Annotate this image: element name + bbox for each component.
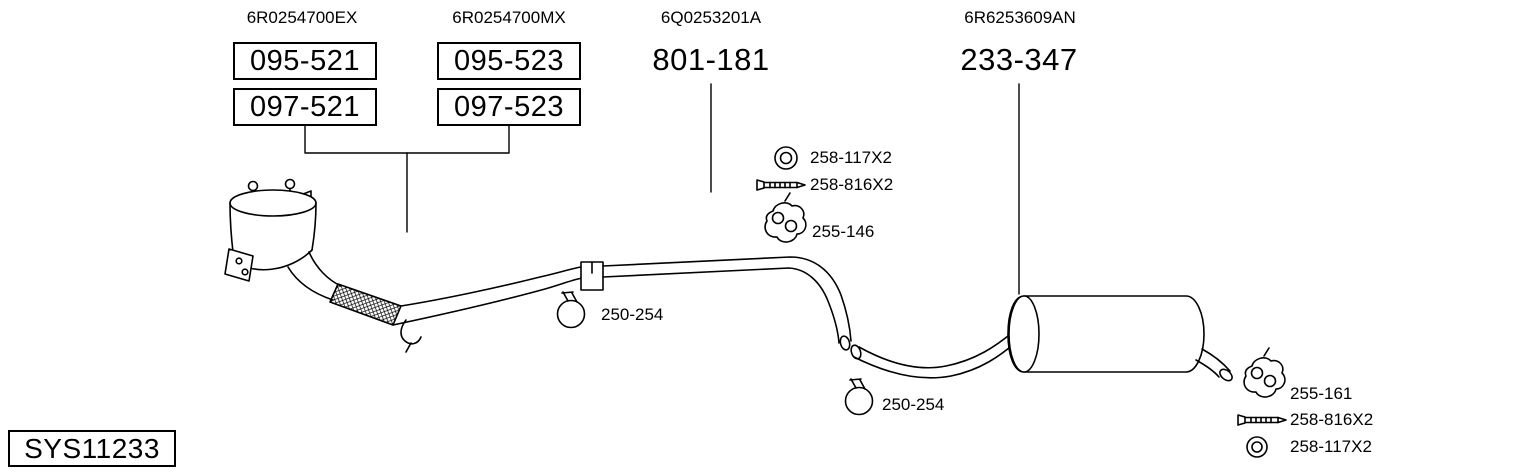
- pipe-coupler: [580, 261, 604, 291]
- rubber-hanger-icon: [1243, 347, 1286, 398]
- system-code: SYS11233: [24, 432, 160, 464]
- part-number: 097-523: [454, 90, 564, 123]
- clamp-icon: [556, 291, 586, 329]
- pipe-hook: [400, 319, 422, 353]
- part-number-box: 097-523: [437, 88, 581, 126]
- system-code-box: SYS11233: [8, 430, 176, 467]
- callout-label-clamp: 250-254: [882, 395, 945, 414]
- gasket-ring-icon: [1246, 436, 1268, 458]
- boxes-connector-line: [304, 125, 510, 154]
- clamp-icon: [844, 378, 874, 416]
- center-pipe: [602, 256, 852, 351]
- muffler-body: [1007, 295, 1205, 373]
- rear-muffler-assembly: [850, 295, 1233, 382]
- callout-label-gasket: 258-117X2: [810, 148, 892, 167]
- part-number-box: 095-523: [437, 42, 581, 80]
- part-number: 097-521: [250, 90, 360, 123]
- callout-label-hanger: 255-146: [812, 222, 875, 241]
- gasket-ring-icon: [774, 146, 798, 170]
- assembly-part-number: 233-347: [960, 42, 1078, 77]
- rubber-hanger-icon: [764, 192, 807, 243]
- callout-label-bolt: 258-816X2: [1290, 410, 1374, 429]
- flex-pipe-braid: [329, 283, 402, 326]
- part-number-box: 095-521: [233, 42, 377, 80]
- callout-label-bolt: 258-816X2: [810, 175, 894, 194]
- front-catalyst-assembly: [224, 178, 604, 353]
- leader-lines: [304, 83, 1020, 295]
- callout-label-clamp: 250-254: [601, 305, 664, 324]
- oe-reference-label: 6R0254700EX: [246, 8, 358, 27]
- oe-reference-label: 6Q0253201A: [660, 8, 762, 27]
- bolt-icon: [1237, 414, 1287, 426]
- assembly-part-number: 801-181: [652, 42, 770, 77]
- part-number: 095-523: [454, 44, 564, 77]
- oe-reference-label: 6R0254700MX: [452, 8, 566, 27]
- oe-reference-label: 6R6253609AN: [964, 8, 1076, 27]
- callout-label-hanger: 255-161: [1290, 384, 1353, 403]
- callout-label-gasket: 258-117X2: [1290, 437, 1372, 456]
- bolt-icon: [756, 179, 806, 191]
- part-number-box: 097-521: [233, 88, 377, 126]
- part-number: 095-521: [250, 44, 360, 77]
